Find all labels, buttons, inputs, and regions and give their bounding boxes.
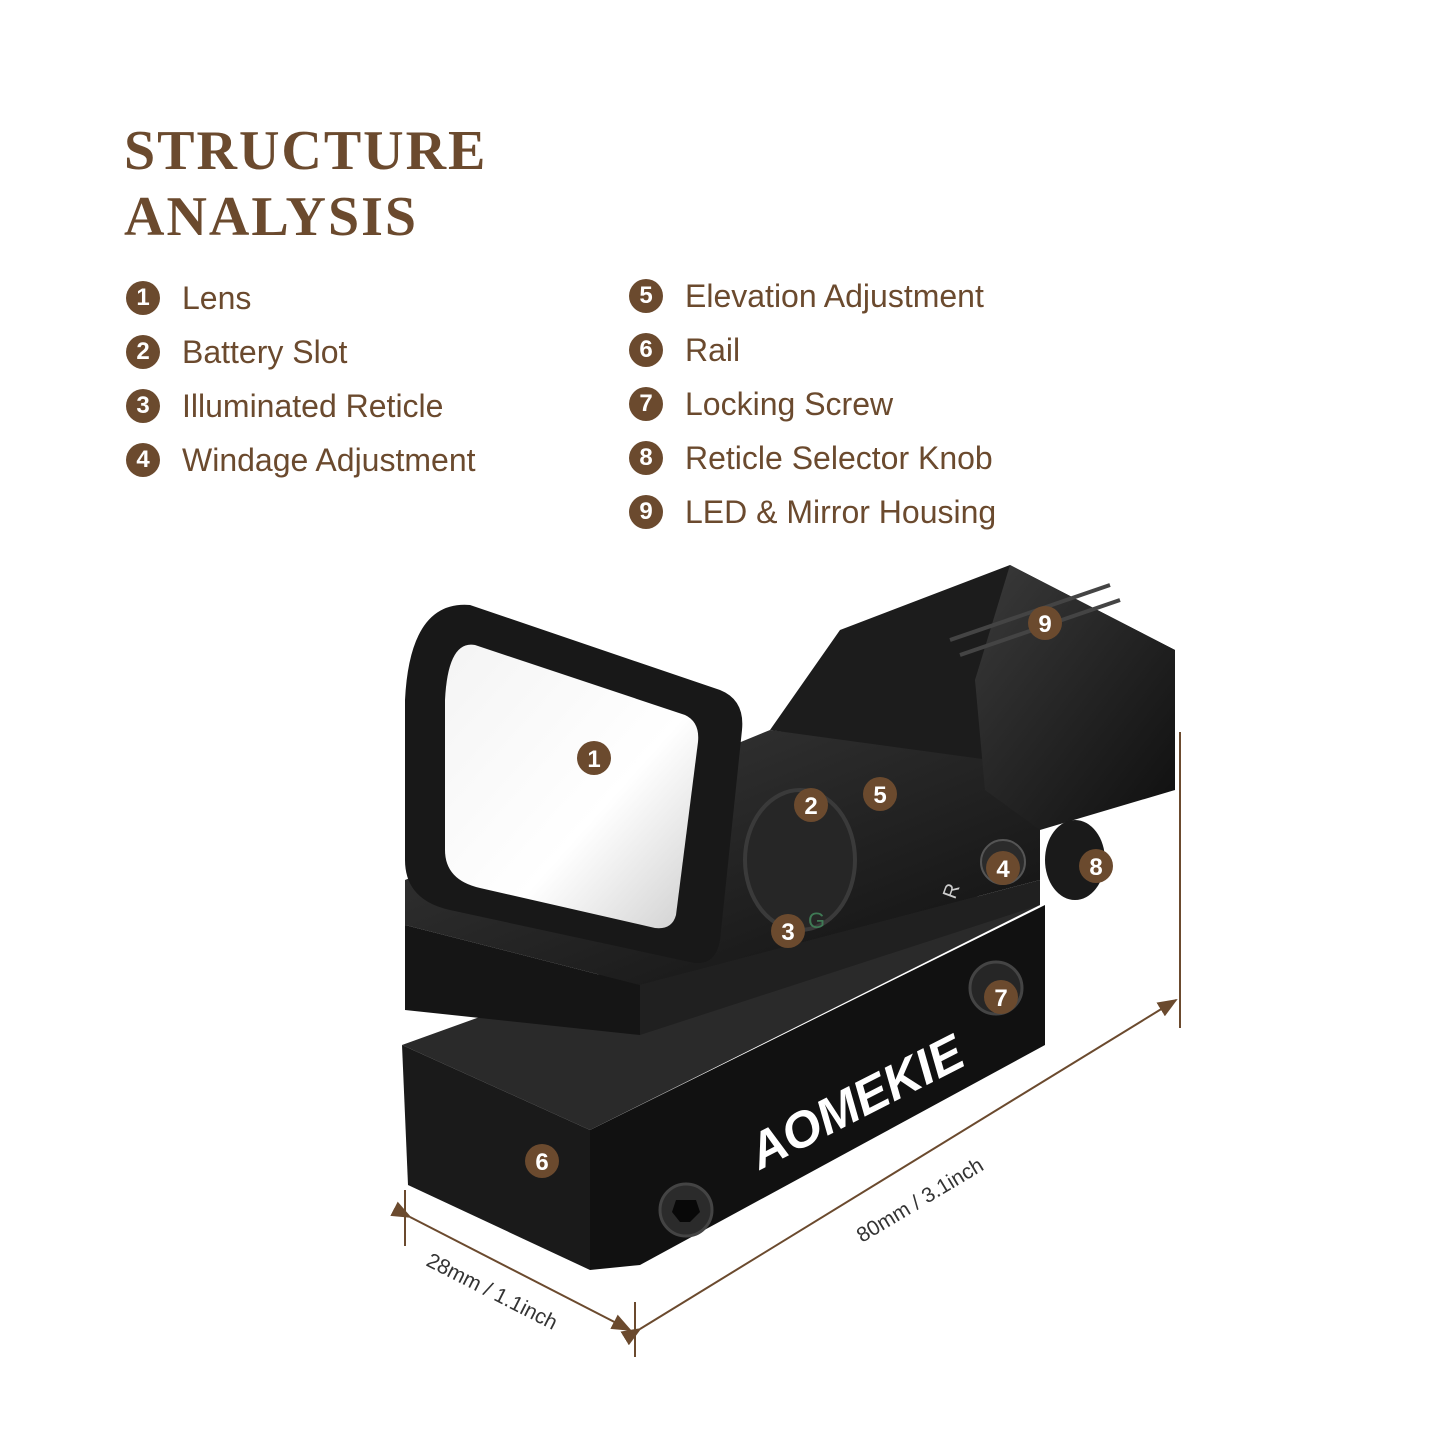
svg-text:9: 9 bbox=[1038, 611, 1051, 638]
legend-item: 9 LED & Mirror Housing bbox=[629, 485, 996, 539]
marker-3: 3 bbox=[771, 914, 805, 948]
marker-1: 1 bbox=[577, 741, 611, 775]
legend-label: Locking Screw bbox=[685, 385, 894, 422]
number-badge: 7 bbox=[629, 387, 663, 421]
knob-mark-g: G bbox=[808, 908, 825, 933]
marker-8: 8 bbox=[1079, 849, 1113, 883]
number-badge: 9 bbox=[629, 495, 663, 529]
length-label: 80mm / 3.1inch bbox=[853, 1154, 988, 1248]
number-badge: 5 bbox=[629, 279, 663, 313]
svg-text:1: 1 bbox=[587, 746, 600, 773]
svg-text:4: 4 bbox=[996, 856, 1010, 883]
parts-legend-right: 5 Elevation Adjustment 6 Rail 7 Locking Scr… bbox=[629, 269, 996, 539]
number-badge: 8 bbox=[629, 441, 663, 475]
number-badge: 6 bbox=[629, 333, 663, 367]
svg-text:3: 3 bbox=[781, 919, 794, 946]
legend-label: Elevation Adjustment bbox=[685, 277, 984, 314]
dimension-length bbox=[620, 732, 1181, 1346]
lens-frame bbox=[405, 604, 743, 964]
legend-item: 2 Battery Slot bbox=[126, 325, 476, 379]
marker-9: 9 bbox=[1028, 606, 1062, 640]
legend-item: 8 Reticle Selector Knob bbox=[629, 431, 996, 485]
legend-item: 3 Illuminated Reticle bbox=[126, 379, 476, 433]
legend-item: 6 Rail bbox=[629, 323, 996, 377]
page-title: STRUCTURE ANALYSIS bbox=[124, 118, 487, 250]
legend-item: 4 Windage Adjustment bbox=[126, 433, 476, 487]
legend-item: 1 Lens bbox=[126, 271, 476, 325]
legend-label: LED & Mirror Housing bbox=[685, 493, 997, 530]
legend-item: 5 Elevation Adjustment bbox=[629, 269, 996, 323]
marker-6: 6 bbox=[525, 1144, 559, 1178]
svg-text:7: 7 bbox=[994, 985, 1007, 1012]
legend-label: Reticle Selector Knob bbox=[685, 439, 993, 476]
number-badge: 3 bbox=[126, 389, 160, 423]
parts-legend-left: 1 Lens 2 Battery Slot 3 Illuminated Reticle… bbox=[126, 271, 476, 487]
legend-label: Lens bbox=[182, 279, 252, 316]
legend-label: Battery Slot bbox=[182, 333, 348, 370]
width-label: 28mm / 1.1inch bbox=[423, 1249, 561, 1335]
title-line-1: STRUCTURE bbox=[124, 120, 488, 182]
marker-7: 7 bbox=[984, 980, 1018, 1014]
title-line-2: ANALYSIS bbox=[124, 186, 419, 248]
legend-label: Rail bbox=[685, 331, 741, 368]
number-badge: 4 bbox=[126, 443, 160, 477]
number-badge: 1 bbox=[126, 281, 160, 315]
legend-label: Illuminated Reticle bbox=[182, 387, 444, 424]
svg-text:2: 2 bbox=[804, 793, 817, 820]
svg-text:5: 5 bbox=[873, 782, 886, 809]
knob-mark-r: R bbox=[939, 881, 965, 902]
part-markers: 1 2 3 4 5 6 7 8 9 bbox=[525, 606, 1113, 1178]
legend-item: 7 Locking Screw bbox=[629, 377, 996, 431]
number-badge: 2 bbox=[126, 335, 160, 369]
svg-text:6: 6 bbox=[535, 1149, 548, 1176]
svg-text:8: 8 bbox=[1089, 854, 1102, 881]
marker-4: 4 bbox=[986, 851, 1020, 885]
legend-label: Windage Adjustment bbox=[182, 441, 476, 478]
marker-5: 5 bbox=[863, 777, 897, 811]
marker-2: 2 bbox=[794, 788, 828, 822]
lens bbox=[445, 644, 699, 929]
